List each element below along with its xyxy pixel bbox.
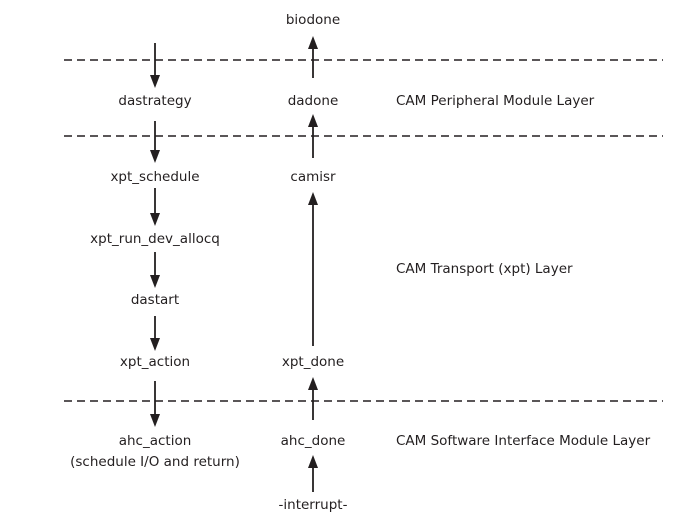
- label-xpt-action: xpt_action: [120, 354, 190, 370]
- label-xpt-done: xpt_done: [282, 354, 344, 370]
- label-ahc-action-note: (schedule I/O and return): [70, 454, 240, 470]
- layer-label-transport: CAM Transport (xpt) Layer: [396, 261, 573, 277]
- label-camisr: camisr: [290, 169, 336, 185]
- layer-label-sim: CAM Software Interface Module Layer: [396, 433, 651, 449]
- arrow-xpt-schedule-to-run-dev-allocq: [150, 188, 160, 226]
- arrow-interrupt-to-ahc-done: [308, 455, 318, 492]
- arrow-xpt-action-to-ahc-action: [150, 381, 160, 427]
- label-xpt-run-dev-allocq: xpt_run_dev_allocq: [90, 231, 220, 247]
- arrow-run-dev-allocq-to-dastart: [150, 252, 160, 288]
- label-xpt-schedule: xpt_schedule: [110, 169, 199, 185]
- label-biodone: biodone: [286, 12, 340, 28]
- arrow-xpt-done-to-camisr: [308, 192, 318, 346]
- arrow-ahc-done-to-xpt-done: [308, 377, 318, 420]
- label-dastrategy: dastrategy: [118, 93, 191, 109]
- label-ahc-action: ahc_action: [119, 433, 192, 449]
- arrow-dastrategy-to-xpt-schedule: [150, 121, 160, 163]
- label-interrupt: -interrupt-: [279, 497, 348, 513]
- label-dastart: dastart: [131, 292, 179, 308]
- arrow-dastart-to-xpt-action: [150, 316, 160, 351]
- label-dadone: dadone: [288, 93, 339, 109]
- layer-label-peripheral: CAM Peripheral Module Layer: [396, 93, 595, 109]
- arrow-dadone-to-biodone: [308, 36, 318, 78]
- arrow-camisr-to-dadone: [308, 114, 318, 158]
- label-ahc-done: ahc_done: [281, 433, 346, 449]
- arrow-into-dastrategy: [150, 43, 160, 88]
